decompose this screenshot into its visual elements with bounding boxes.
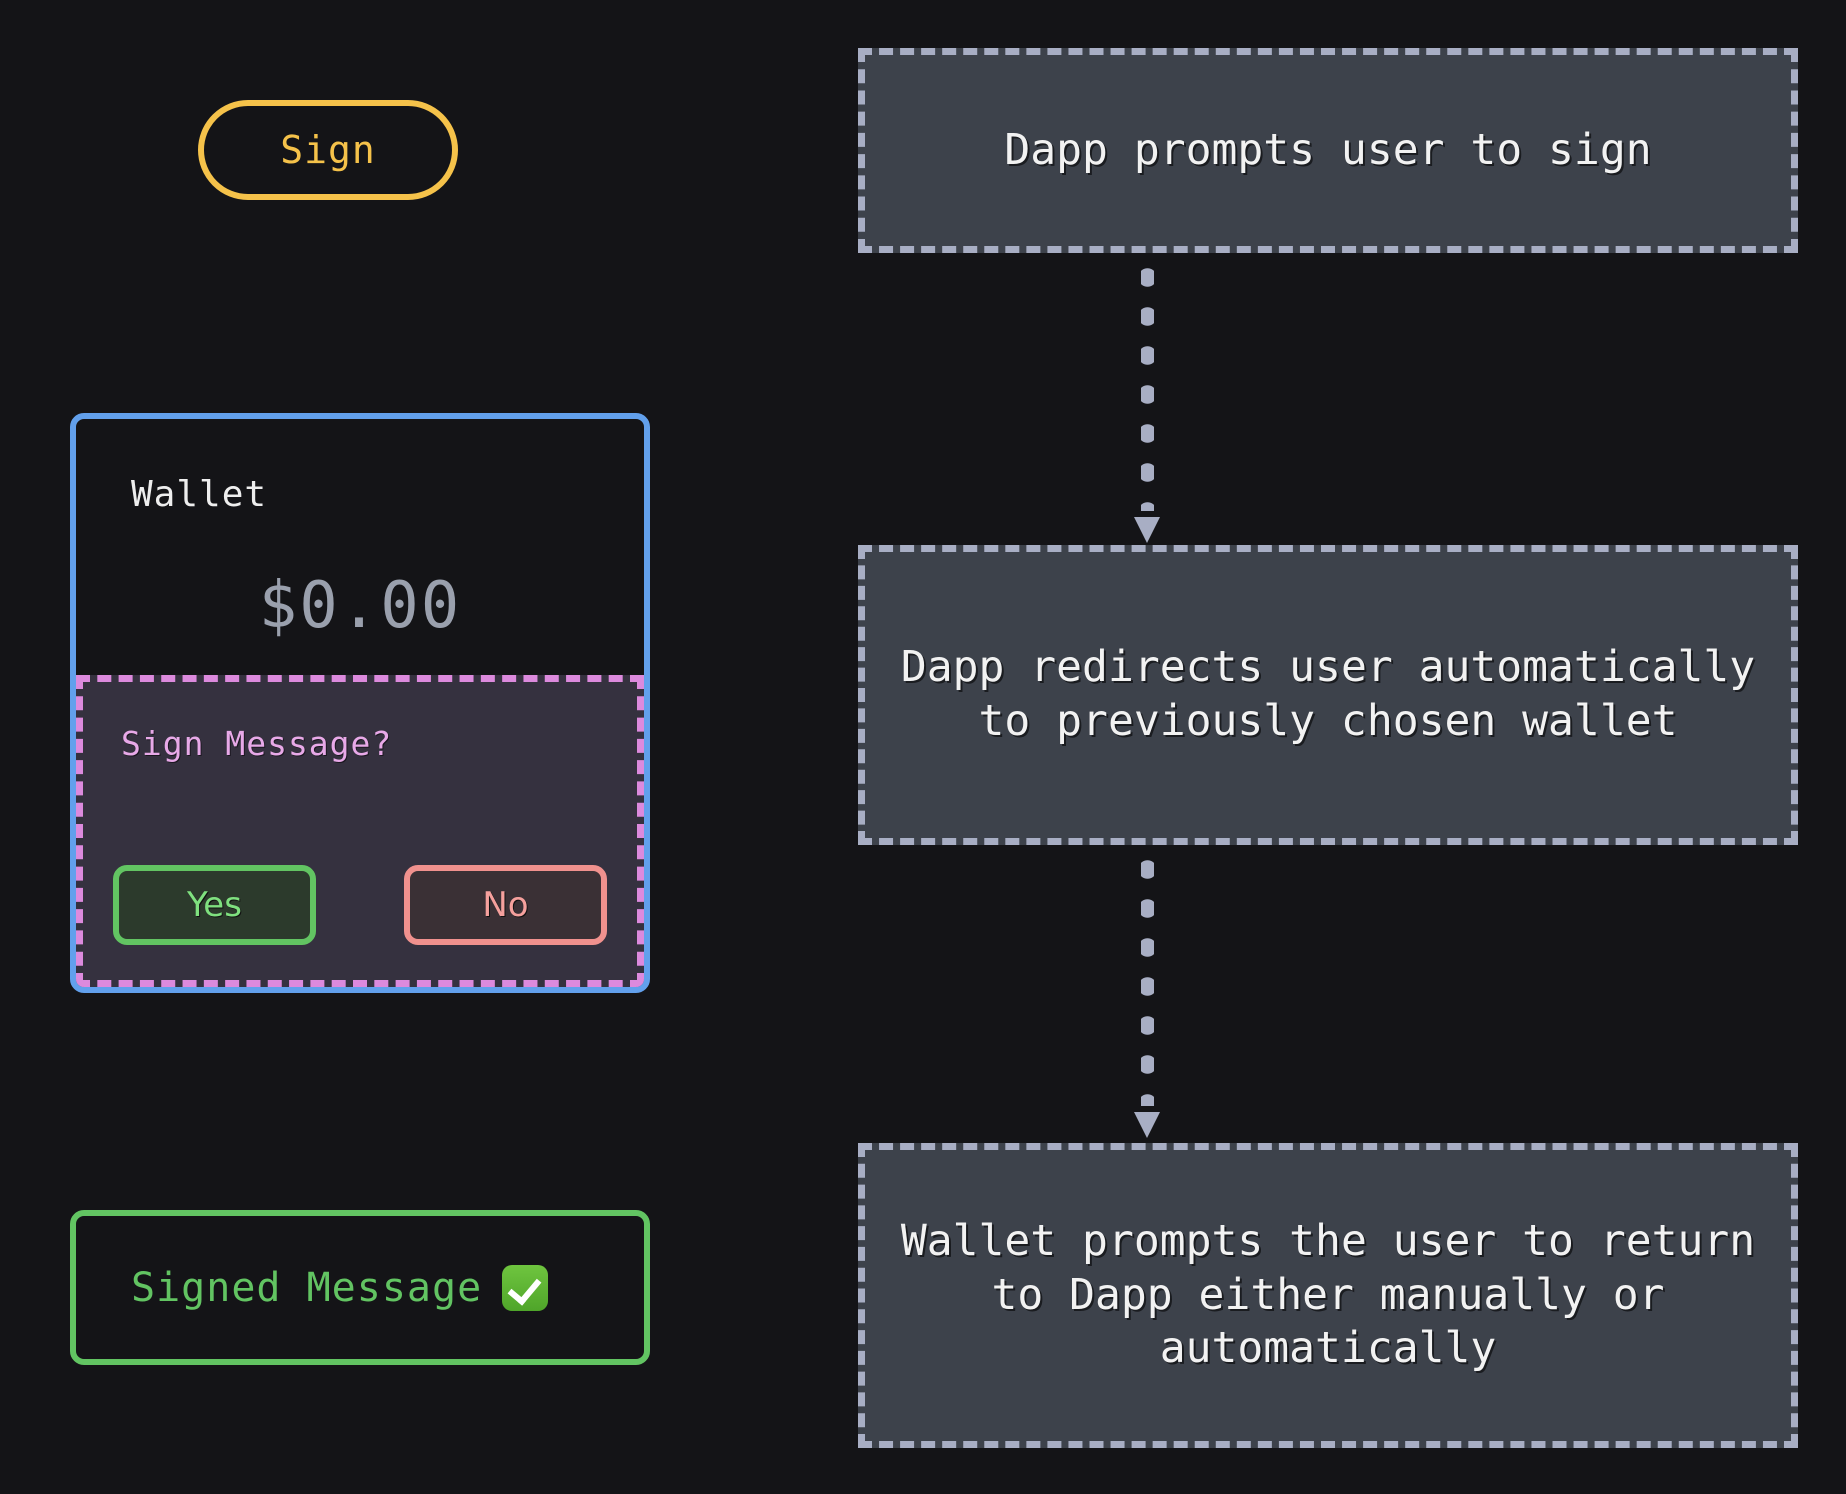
flow-step-3: Wallet prompts the user to return to Dap… [858,1143,1798,1448]
wallet-title: Wallet [131,474,268,515]
sign-message-prompt: Sign Message? Yes No [76,675,644,987]
arrowhead-icon [1134,1112,1160,1138]
prompt-actions: Yes No [113,865,607,945]
cancel-no-button[interactable]: No [404,865,607,945]
flow-arrow-1 [1134,258,1160,543]
confirm-yes-button[interactable]: Yes [113,865,316,945]
dotted-line [1141,850,1154,1106]
wallet-balance: $0.00 [258,569,462,643]
white-check-mark-icon [502,1264,549,1311]
flow-arrow-2 [1134,850,1160,1138]
flowchart: Dapp prompts user to sign Dapp redirects… [858,0,1798,1494]
dotted-line [1141,258,1154,511]
signed-message-status: Signed Message [70,1210,650,1365]
wallet-card: Wallet $0.00 Sign Message? Yes No [70,413,650,993]
sign-message-question: Sign Message? [121,724,393,763]
flow-step-1: Dapp prompts user to sign [858,48,1798,253]
flow-step-2: Dapp redirects user automatically to pre… [858,545,1798,845]
signed-message-label: Signed Message [131,1264,483,1311]
arrowhead-icon [1134,517,1160,543]
sign-button[interactable]: Sign [198,100,458,200]
